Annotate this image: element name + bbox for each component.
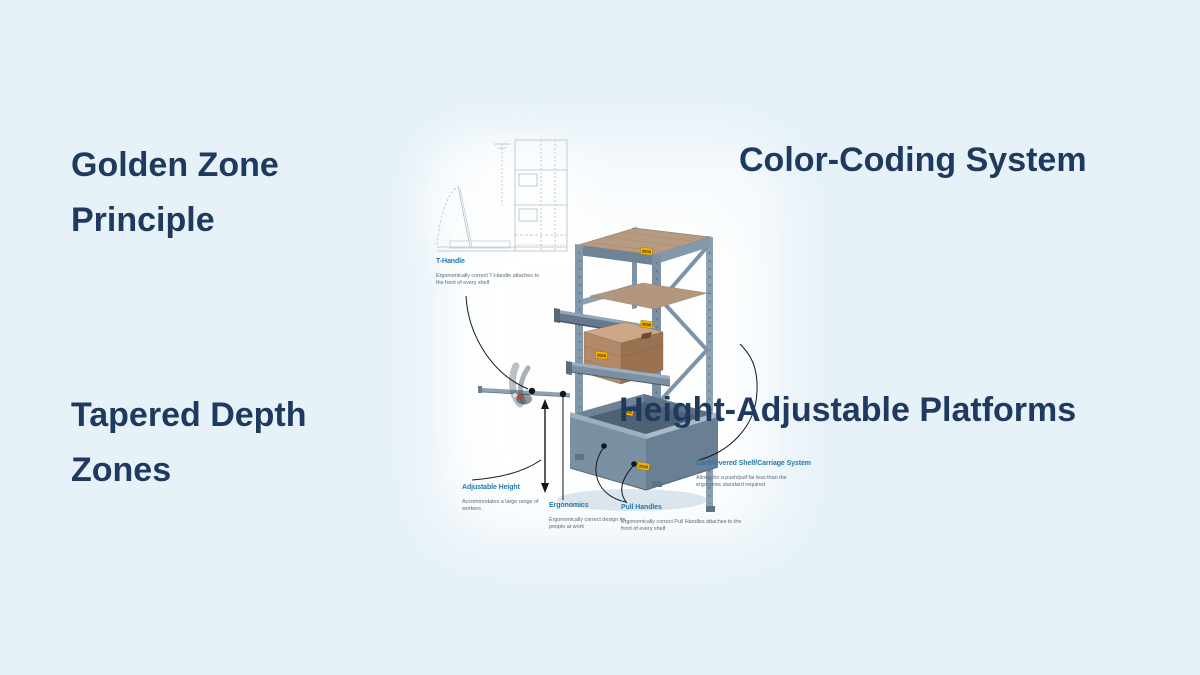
capacity-label-top: 2000 — [639, 246, 654, 256]
term-tapered-depth-zones[interactable]: Tapered Depth Zones — [71, 396, 307, 489]
annotation-description: Ergonomically correct Pull Handles attac… — [621, 519, 742, 532]
svg-text:2000: 2000 — [641, 248, 652, 254]
leader-adjustable-height — [471, 459, 542, 481]
anchor-dot-pull-handle-1 — [601, 443, 607, 449]
leader-cantilever — [698, 343, 758, 461]
arrow-up-icon — [541, 399, 549, 409]
annotation-label: Adjustable Height — [462, 484, 520, 491]
capacity-label-tray-rim: 2000 — [620, 406, 634, 417]
term-golden-zone-principle[interactable]: Golden Zone Principle — [71, 146, 279, 239]
annotation-label: Cantilevered Shelf/Carriage System — [696, 460, 811, 467]
annotation-label: Ergonomics — [549, 502, 589, 509]
leader-pull-handles-2 — [621, 464, 635, 504]
leader-pull-handles-1 — [595, 446, 627, 503]
annotation-ergonomics: Ergonomics Ergonomically correct design … — [549, 502, 629, 531]
svg-text:2000: 2000 — [641, 321, 652, 327]
wireframe-side-drawing — [436, 139, 568, 252]
svg-text:2000: 2000 — [622, 408, 633, 415]
anchor-dot-pull-handle-2 — [631, 461, 637, 467]
bottom-tray — [569, 394, 719, 491]
annotation-pull-handles: Pull Handles Ergonomically correct Pull … — [621, 504, 747, 533]
capacity-label-tray-front: 2000 — [636, 461, 651, 471]
annotation-description: Ergonomically correct design for people … — [549, 517, 626, 530]
arrow-down-icon — [541, 483, 549, 493]
shelf-rack-illustration: 2000 2000 2000 2000 2000 — [420, 128, 811, 568]
annotation-cantilevered-shelf-carriage: Cantilevered Shelf/Carriage System Allow… — [696, 460, 811, 489]
anchor-dot-t-handle — [528, 387, 536, 395]
annotation-t-handle: T-Handle Ergonomically correct T-Handle … — [436, 258, 539, 287]
leader-t-handle — [465, 295, 529, 390]
term-color-coding-system[interactable]: Color-Coding System — [739, 141, 1087, 179]
height-adjust-arrow — [541, 399, 549, 493]
annotation-description: Allows for a push/pull far less than the… — [696, 475, 787, 488]
capacity-label-drawer: 2000 — [639, 319, 654, 329]
annotation-label: Pull Handles — [621, 504, 662, 511]
annotation-adjustable-height: Adjustable Height Accommodates a large r… — [462, 484, 548, 513]
anchor-dot-ergonomics — [559, 390, 567, 398]
shelf-rack-graphic: 2000 2000 2000 2000 2000 — [436, 139, 758, 512]
capacity-label-crate-shelf: 2000 — [594, 350, 609, 360]
svg-text:2000: 2000 — [597, 352, 608, 358]
motion-blur-handle — [509, 362, 532, 408]
annotation-description: Ergonomically correct T-Handle attaches … — [436, 273, 539, 286]
annotation-description: Accommodates a large range of workers — [462, 499, 539, 512]
rack-photo: 2000 2000 2000 2000 2000 — [478, 227, 719, 512]
callout-lines — [465, 295, 758, 504]
annotation-label: T-Handle — [436, 258, 465, 265]
term-height-adjustable-platforms[interactable]: Height-Adjustable Platforms — [619, 391, 1077, 429]
svg-text:2000: 2000 — [638, 463, 649, 469]
